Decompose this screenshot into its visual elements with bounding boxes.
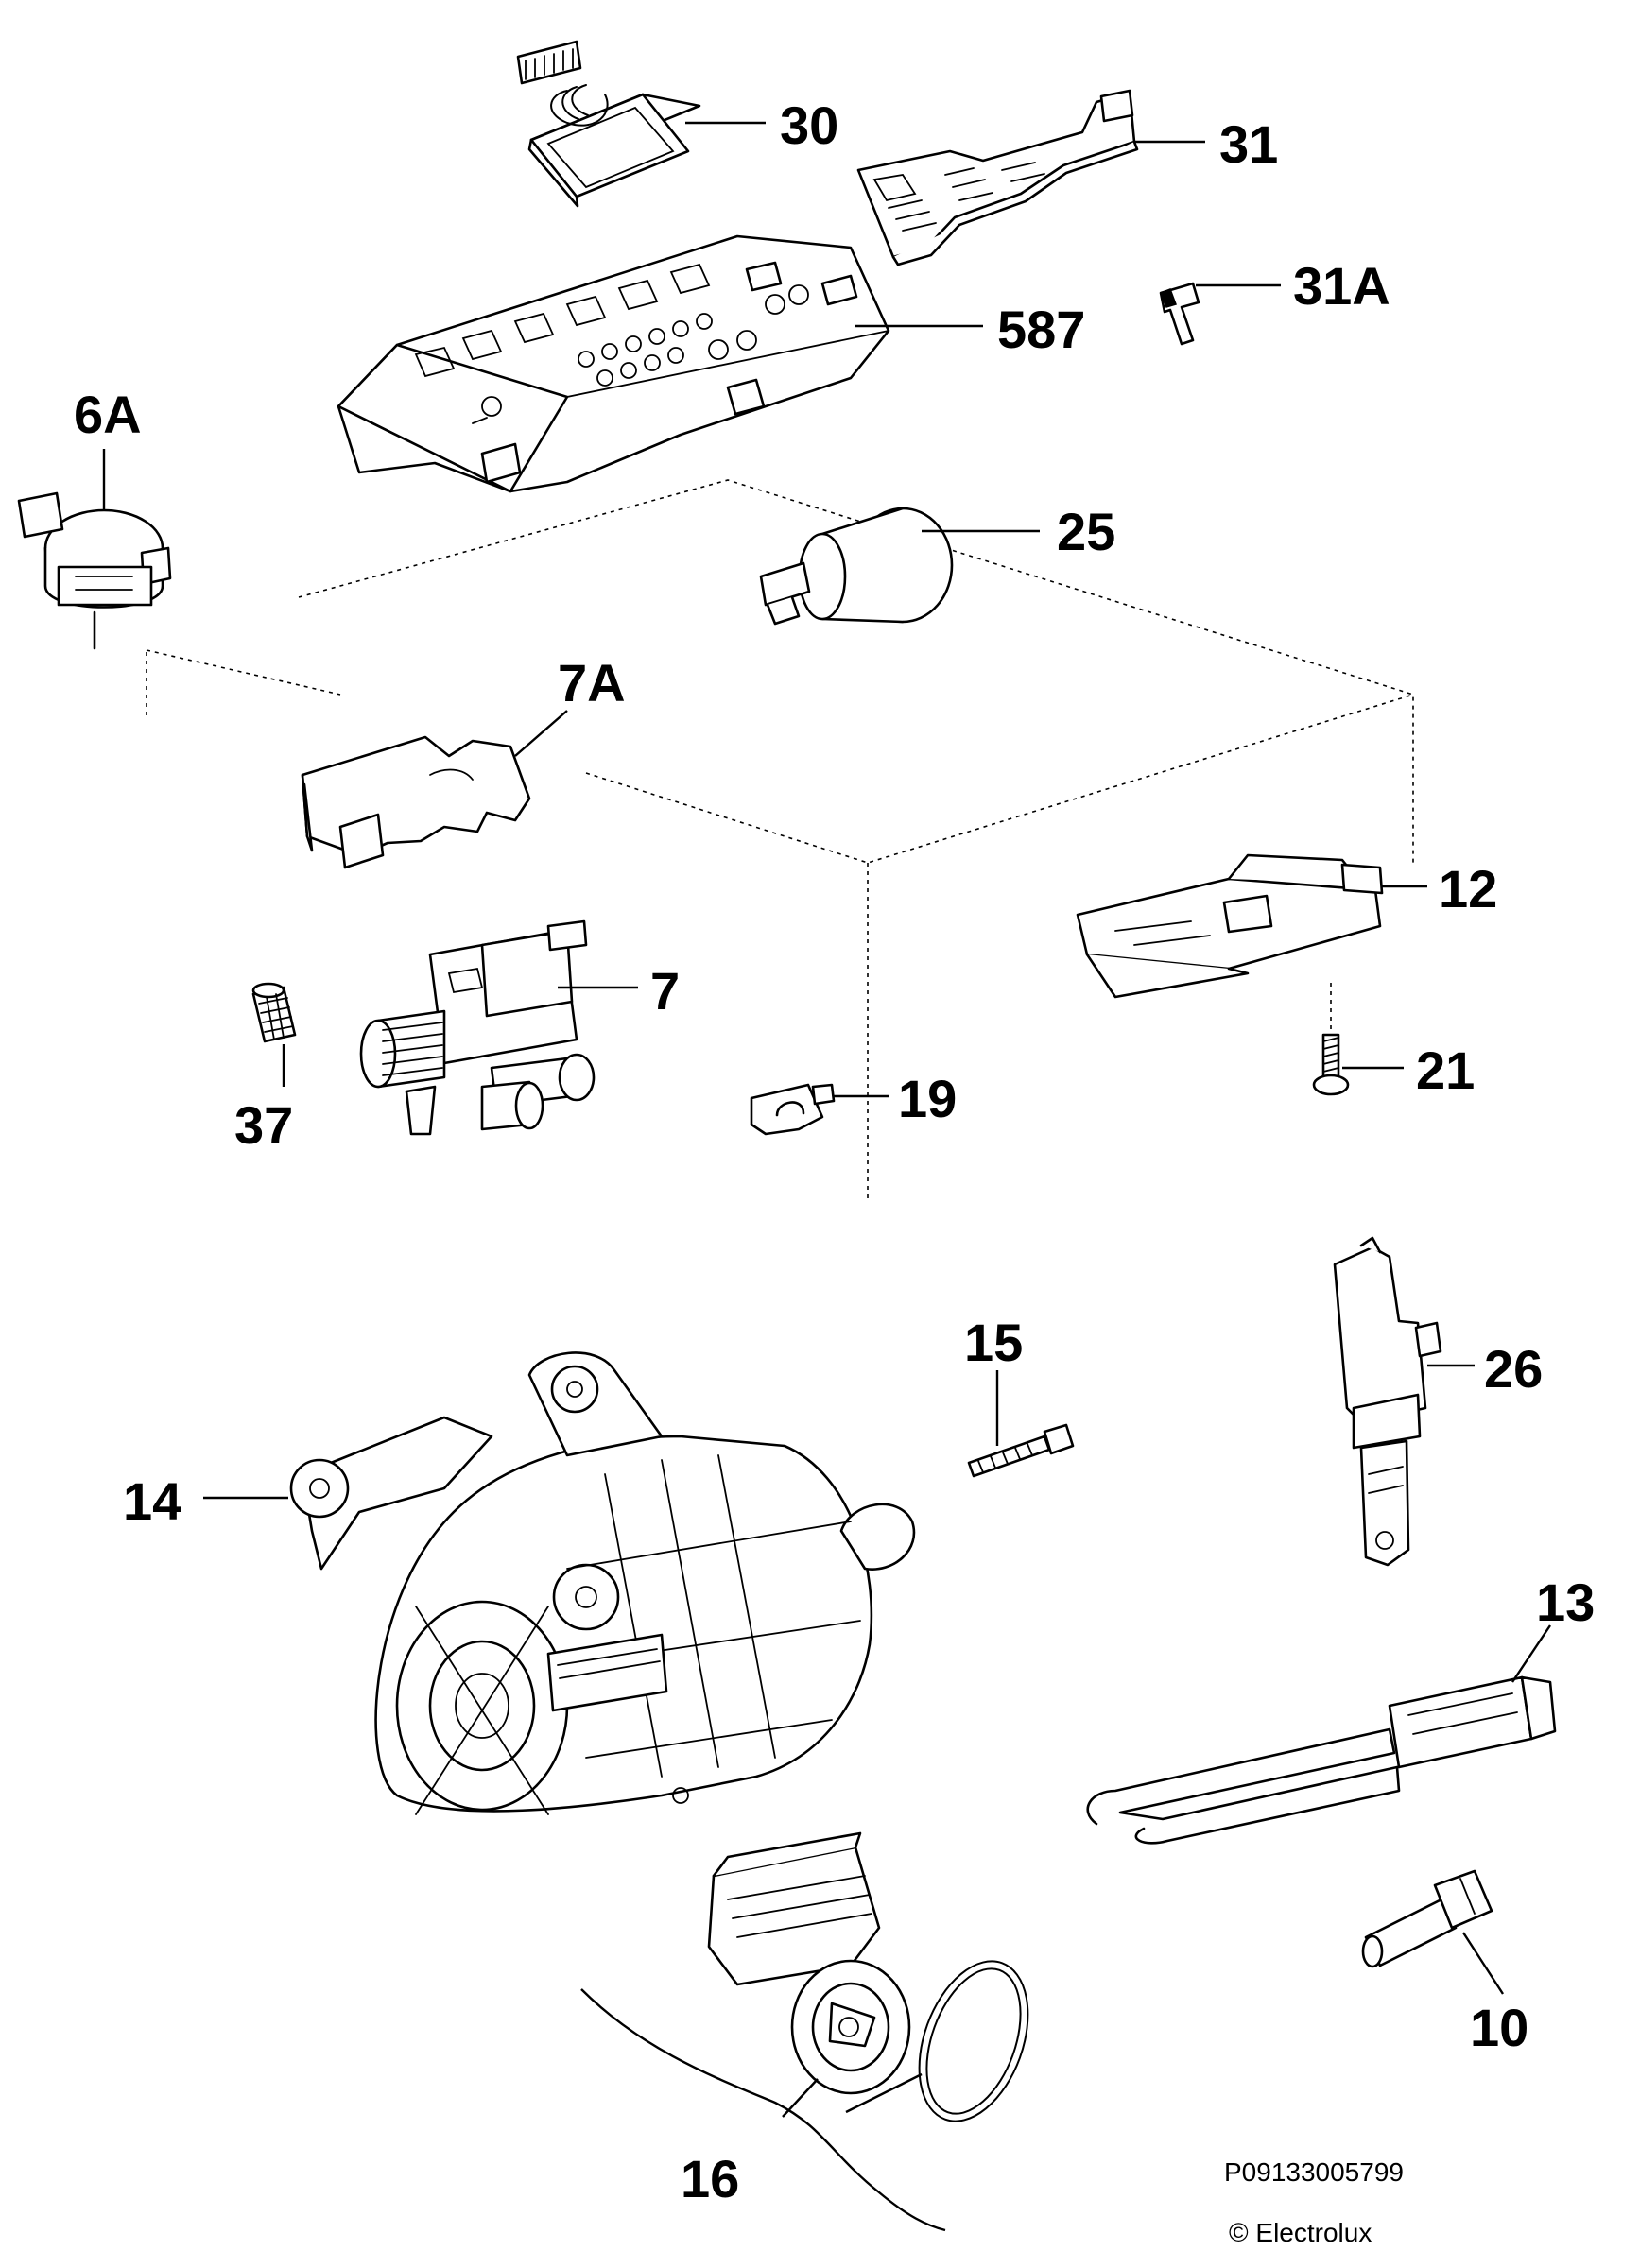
- callout-19: 19: [834, 1069, 957, 1128]
- leader-16b: [845, 2072, 923, 2114]
- part-26-bracket[interactable]: [1333, 1236, 1442, 1567]
- leader-16: [782, 2078, 819, 2118]
- part-587-control-module[interactable]: [337, 234, 890, 493]
- callout-12: 12: [1382, 859, 1497, 919]
- part-25-capacitor[interactable]: [759, 507, 954, 626]
- label-31: 31: [1219, 114, 1278, 174]
- callout-15: 15: [964, 1313, 1023, 1446]
- callout-25: 25: [922, 502, 1115, 561]
- label-21: 21: [1416, 1040, 1475, 1100]
- reference-code: P09133005799: [1224, 2157, 1404, 2187]
- part-7-water-valve[interactable]: [359, 919, 596, 1136]
- label-6A: 6A: [74, 385, 142, 444]
- label-10: 10: [1470, 1998, 1528, 2057]
- label-31A: 31A: [1293, 256, 1390, 316]
- label-25: 25: [1057, 502, 1115, 561]
- label-7A: 7A: [558, 653, 626, 713]
- callout-26: 26: [1427, 1339, 1543, 1399]
- part-10-sensor[interactable]: [1361, 1869, 1493, 1968]
- leader-13: [1511, 1624, 1551, 1683]
- copyright-notice: © Electrolux: [1229, 2218, 1372, 2247]
- label-16: 16: [681, 2149, 739, 2208]
- leader-7A: [514, 710, 568, 757]
- part-7A-bracket[interactable]: [301, 735, 531, 869]
- callout-587: 587: [855, 300, 1085, 359]
- label-14: 14: [123, 1471, 181, 1531]
- label-587: 587: [997, 300, 1085, 359]
- label-26: 26: [1484, 1339, 1543, 1399]
- part-31-connector-board[interactable]: [856, 89, 1139, 266]
- part-37-strainer[interactable]: [251, 982, 297, 1043]
- part-21-screw[interactable]: [1312, 983, 1350, 1096]
- leader-10: [1461, 1932, 1505, 1995]
- label-15: 15: [964, 1313, 1023, 1372]
- part-14-motor[interactable]: [289, 1351, 916, 1815]
- part-12-door-lock[interactable]: [1076, 853, 1384, 999]
- callout-37: 37: [234, 1044, 293, 1155]
- part-13-heating-element[interactable]: [1086, 1675, 1557, 1845]
- part-15-screw[interactable]: [967, 1423, 1075, 1478]
- part-30-ribbon-cable[interactable]: [516, 40, 701, 208]
- cabinet-outline: [146, 479, 1414, 1200]
- callout-31: 31: [1134, 114, 1278, 174]
- callout-7A: 7A: [514, 653, 626, 757]
- callout-13: 13: [1511, 1572, 1595, 1683]
- label-30: 30: [780, 95, 838, 155]
- label-7: 7: [650, 961, 680, 1021]
- part-19-clip[interactable]: [750, 1083, 836, 1136]
- callout-16: 16: [681, 2072, 923, 2208]
- label-19: 19: [898, 1069, 957, 1128]
- part-31A-switch[interactable]: [1159, 282, 1200, 346]
- part-16-drain-pump[interactable]: [580, 1831, 1048, 2232]
- label-13: 13: [1536, 1572, 1595, 1632]
- label-12: 12: [1439, 859, 1497, 919]
- callout-30: 30: [685, 95, 838, 155]
- callout-6A: 6A: [74, 385, 142, 510]
- part-6A-selector[interactable]: [17, 491, 172, 650]
- callout-31A: 31A: [1196, 256, 1390, 316]
- callout-10: 10: [1461, 1932, 1528, 2057]
- callout-14: 14: [123, 1471, 288, 1531]
- label-37: 37: [234, 1095, 293, 1155]
- callout-21: 21: [1342, 1040, 1475, 1100]
- callout-7: 7: [558, 961, 680, 1021]
